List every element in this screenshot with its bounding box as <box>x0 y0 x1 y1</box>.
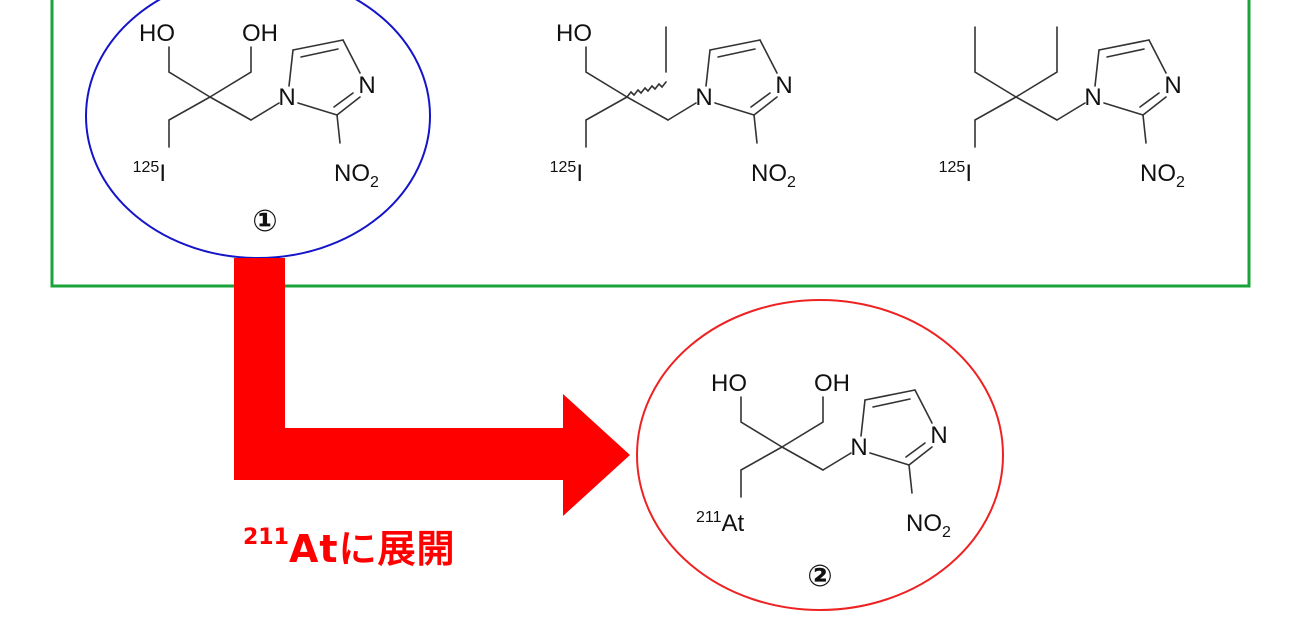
svg-text:NO2: NO2 <box>1140 160 1185 191</box>
svg-text:125I: 125I <box>939 159 972 187</box>
isotope-label: 125 <box>550 159 577 176</box>
element-label: I <box>159 160 166 187</box>
svg-text:125I: 125I <box>550 159 583 187</box>
hydroxyl-label: OH <box>242 20 278 47</box>
compound-2-structure: HO OH 211At N N NO2 ② <box>696 370 951 594</box>
compound-group-box <box>50 0 1251 288</box>
isotope-label: 125 <box>133 159 160 176</box>
element-label: At <box>722 510 745 537</box>
svg-text:211At: 211At <box>696 509 745 537</box>
svg-text:NO2: NO2 <box>751 160 796 191</box>
ring-nitrogen-label: N <box>930 422 947 449</box>
ring-nitrogen-label: N <box>1084 84 1101 111</box>
element-label: I <box>965 160 972 187</box>
compound-1-structure: HO OH 125I N N NO2 ① <box>133 20 379 239</box>
isotope-label: 211 <box>696 509 722 526</box>
nitro-label: NO <box>906 510 942 537</box>
element-label: I <box>576 160 583 187</box>
development-caption: 211Atに展開 <box>243 518 456 573</box>
caption-isotope: 211 <box>243 525 289 550</box>
development-arrow <box>234 258 630 516</box>
highlight-circle-compound-2 <box>636 299 1004 611</box>
hydroxyl-label: OH <box>814 370 850 397</box>
ring-nitrogen-label: N <box>695 84 712 111</box>
ring-nitrogen-label: N <box>1164 72 1181 99</box>
compound-number-1: ① <box>252 204 277 239</box>
compound-number-2: ② <box>807 559 832 594</box>
nitro-label: NO <box>1140 160 1176 187</box>
isotope-label: 125 <box>939 159 966 176</box>
compound-diethyl-variant-structure: 125I N N NO2 <box>939 26 1185 191</box>
hydroxyl-label: HO <box>711 370 747 397</box>
compound-ethyl-variant-structure: HO 125I N N NO2 <box>550 20 796 191</box>
svg-text:125I: 125I <box>133 159 166 187</box>
hydroxyl-label: HO <box>139 20 175 47</box>
hydroxyl-label: HO <box>556 20 592 47</box>
svg-text:NO2: NO2 <box>334 160 379 191</box>
nitro-label: NO <box>334 160 370 187</box>
caption-text: Atに展開 <box>288 527 456 571</box>
ring-nitrogen-label: N <box>775 72 792 99</box>
ring-nitrogen-label: N <box>358 72 375 99</box>
ring-nitrogen-label: N <box>278 84 295 111</box>
svg-text:NO2: NO2 <box>906 510 951 541</box>
nitro-label: NO <box>751 160 787 187</box>
ring-nitrogen-label: N <box>850 434 867 461</box>
